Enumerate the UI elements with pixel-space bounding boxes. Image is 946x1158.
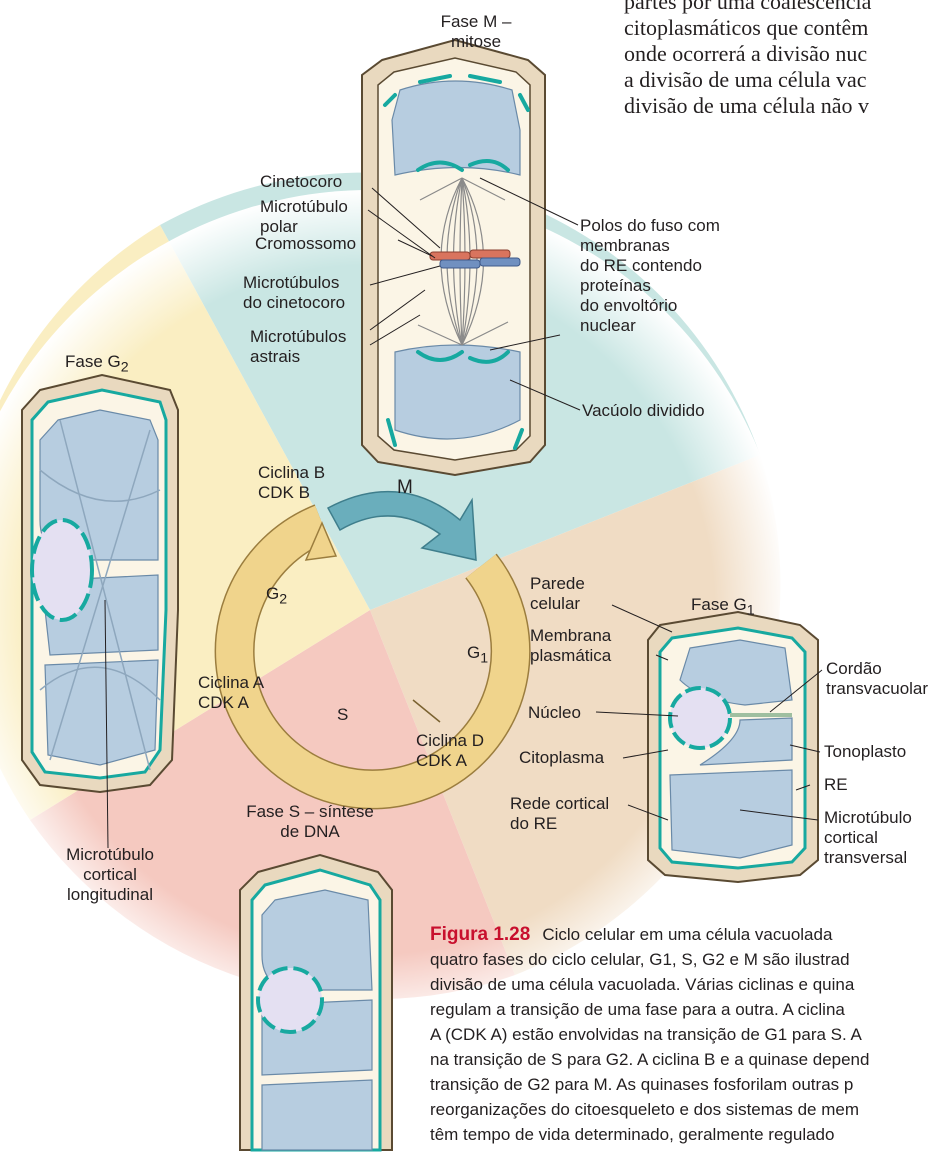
- ring-label-m: M: [397, 478, 413, 498]
- label-microtubulo-longitudinal-line1: Microtúbulo: [66, 845, 154, 864]
- label-phase-g2: Fase G2: [65, 352, 129, 377]
- ring-label-g1: G1: [467, 643, 488, 668]
- label-microtubulo-transversal-line2: cortical: [824, 828, 878, 847]
- label-microtubulo-longitudinal-line3: longitudinal: [67, 885, 153, 904]
- label-microtubulo-polar: Microtúbulo polar: [260, 197, 348, 237]
- label-cromossomo: Cromossomo: [255, 234, 356, 254]
- caption-line: na transição de S para G2. A ciclina B e…: [430, 1047, 946, 1072]
- ring-label-g1-sub: 1: [480, 650, 488, 666]
- figure-caption: Figura 1.28 Ciclo celular em uma célula v…: [430, 922, 946, 1147]
- label-polos-fuso-line5: do envoltório: [580, 296, 677, 315]
- cyclin-d-label: Ciclina D CDK A: [416, 731, 484, 771]
- label-phase-g1-sub: 1: [747, 602, 755, 618]
- cyclin-d-line2: CDK A: [416, 751, 467, 770]
- label-polos-fuso-line2: membranas: [580, 236, 670, 255]
- label-membrana-plasmatica-line2: plasmática: [530, 646, 611, 665]
- label-parede-celular-line2: celular: [530, 594, 580, 613]
- label-microtubulos-cinetocoro: Microtúbulos do cinetocoro: [243, 273, 345, 313]
- cyclin-a-line1: Ciclina A: [198, 673, 264, 692]
- label-phase-g1-text: Fase G: [691, 595, 747, 614]
- cyclin-a-label: Ciclina A CDK A: [198, 673, 264, 713]
- label-microtubulos-astrais-line2: astrais: [250, 347, 300, 366]
- caption-line-1: Figura 1.28 Ciclo celular em uma célula v…: [430, 922, 946, 947]
- cyclin-b-line2: CDK B: [258, 483, 310, 502]
- label-microtubulos-astrais: Microtúbulos astrais: [250, 327, 346, 367]
- label-cordao-line2: transvacuolar: [826, 679, 928, 698]
- label-microtubulos-cinetocoro-line2: do cinetocoro: [243, 293, 345, 312]
- ring-label-g2: G2: [266, 584, 287, 609]
- caption-line: regulam a transição de uma fase para a o…: [430, 997, 946, 1022]
- ring-label-g1-text: G: [467, 643, 480, 662]
- label-microtubulo-transversal-line3: transversal: [824, 848, 907, 867]
- label-phase-m-line2: mitose: [451, 32, 501, 51]
- label-membrana-plasmatica: Membrana plasmática: [530, 626, 611, 666]
- label-tonoplasto: Tonoplasto: [824, 742, 906, 762]
- g1-nucleus: [670, 688, 730, 748]
- label-microtubulo-longitudinal-line2: cortical: [83, 865, 137, 884]
- label-rede-cortical-line2: do RE: [510, 814, 557, 833]
- ring-label-s: S: [337, 705, 348, 725]
- caption-line: A (CDK A) estão envolvidas na transição …: [430, 1022, 946, 1047]
- label-citoplasma: Citoplasma: [519, 748, 604, 768]
- caption-line: divisão de uma célula vacuolada. Várias …: [430, 972, 946, 997]
- label-nucleo: Núcleo: [528, 703, 581, 723]
- caption-text-0: Ciclo celular em uma célula vacuolada: [542, 925, 832, 944]
- label-parede-celular: Parede celular: [530, 574, 585, 614]
- s-phase-cell: [240, 855, 392, 1150]
- label-cordao-line1: Cordão: [826, 659, 882, 678]
- label-microtubulo-transversal: Microtúbulo cortical transversal: [824, 808, 912, 868]
- label-rede-cortical: Rede cortical do RE: [510, 794, 609, 834]
- label-cordao-transvacuolar: Cordão transvacuolar: [826, 659, 928, 699]
- label-membrana-plasmatica-line1: Membrana: [530, 626, 611, 645]
- label-cinetocoro: Cinetocoro: [260, 172, 342, 192]
- label-phase-g1: Fase G1: [691, 595, 755, 620]
- label-phase-s-line1: Fase S – síntese: [246, 802, 374, 821]
- label-microtubulo-polar-line1: Microtúbulo: [260, 197, 348, 216]
- label-microtubulo-longitudinal: Microtúbulo cortical longitudinal: [55, 845, 165, 905]
- label-polos-fuso-line6: nuclear: [580, 316, 636, 335]
- cyclin-a-line2: CDK A: [198, 693, 249, 712]
- label-microtubulos-astrais-line1: Microtúbulos: [250, 327, 346, 346]
- caption-line: quatro fases do ciclo celular, G1, S, G2…: [430, 947, 946, 972]
- label-phase-g2-text: Fase G: [65, 352, 121, 371]
- caption-line: reorganizações do citoesqueleto e dos si…: [430, 1097, 946, 1122]
- label-phase-m: Fase M – mitose: [426, 12, 526, 52]
- label-polos-fuso-line1: Polos do fuso com: [580, 216, 720, 235]
- label-phase-s: Fase S – síntese de DNA: [235, 802, 385, 842]
- label-microtubulo-transversal-line1: Microtúbulo: [824, 808, 912, 827]
- cyclin-b-line1: Ciclina B: [258, 463, 325, 482]
- g2-phase-cell: [22, 375, 178, 792]
- label-parede-celular-line1: Parede: [530, 574, 585, 593]
- g1-phase-cell: [648, 612, 818, 882]
- label-polos-fuso-line3: do RE contendo: [580, 256, 702, 275]
- label-polos-fuso: Polos do fuso com membranas do RE conten…: [580, 216, 720, 336]
- label-rede-cortical-line1: Rede cortical: [510, 794, 609, 813]
- label-polos-fuso-line4: proteínas: [580, 276, 651, 295]
- ring-label-g2-sub: 2: [279, 591, 287, 607]
- caption-figure-number: Figura 1.28: [430, 924, 530, 945]
- cyclin-b-label: Ciclina B CDK B: [258, 463, 325, 503]
- g2-nucleus: [32, 520, 92, 620]
- label-phase-m-line1: Fase M –: [441, 12, 512, 31]
- label-phase-g2-sub: 2: [121, 359, 129, 375]
- m-phase-cell: [362, 40, 545, 475]
- s-nucleus: [258, 968, 322, 1032]
- label-vacuolo-dividido: Vacúolo dividido: [582, 401, 705, 421]
- caption-line: têm tempo de vida determinado, geralment…: [430, 1122, 946, 1147]
- label-re: RE: [824, 775, 848, 795]
- caption-line: transição de G2 para M. As quinases fosf…: [430, 1072, 946, 1097]
- ring-label-g2-text: G: [266, 584, 279, 603]
- label-microtubulos-cinetocoro-line1: Microtúbulos: [243, 273, 339, 292]
- label-phase-s-line2: de DNA: [280, 822, 340, 841]
- cyclin-d-line1: Ciclina D: [416, 731, 484, 750]
